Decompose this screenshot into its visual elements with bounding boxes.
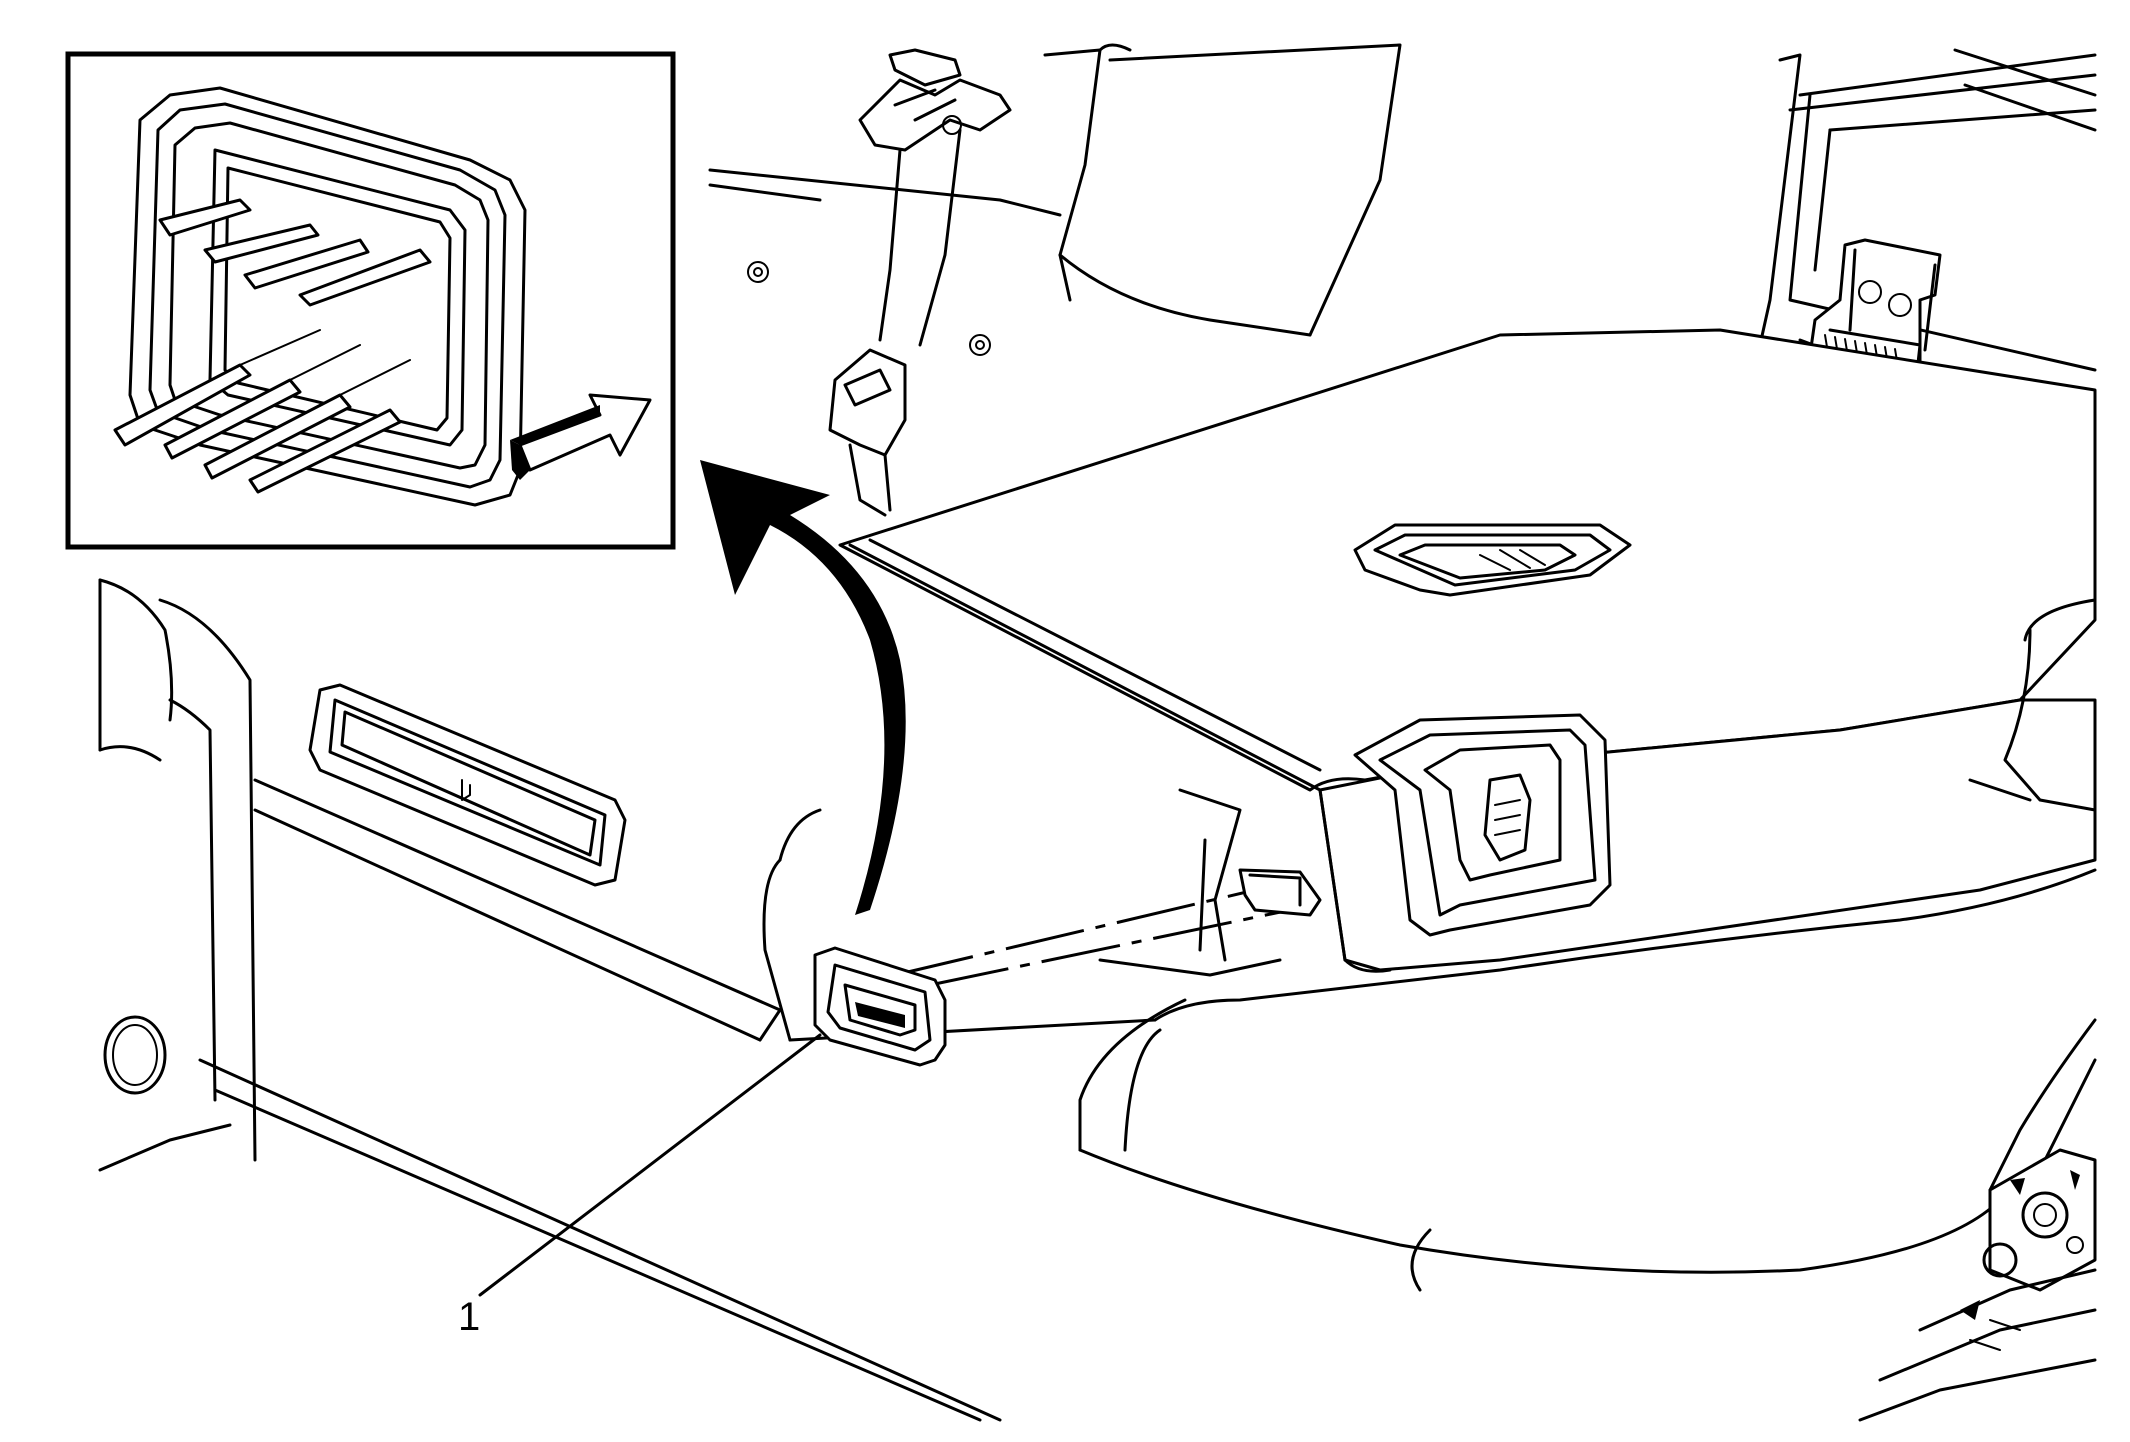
seat-belt-bezel [813,868,1322,1067]
fastener-icon [747,261,769,283]
seat-release-handle [1353,523,1632,597]
seat-belt-upper-anchor [858,48,1012,347]
seat-frame-lower [98,578,2097,1422]
callout-label-1: 1 [458,1295,480,1339]
direction-arrow [700,460,906,915]
installation-path-line [894,888,1256,977]
trim-cap-icon [103,1015,167,1095]
cushion-latch-housing [1353,713,1612,937]
fastener-icon [969,334,991,356]
retaining-tab [113,363,252,447]
seat-belt-buckle [828,348,907,517]
retaining-tab [158,198,252,237]
rear-seat-cushion [838,328,2097,973]
detail-inset [65,51,676,550]
seat-recliner-mechanism [1858,1018,2097,1422]
push-direction-arrow [510,393,652,480]
vent-slot [308,683,627,887]
callout-leader-1 [478,1033,822,1297]
